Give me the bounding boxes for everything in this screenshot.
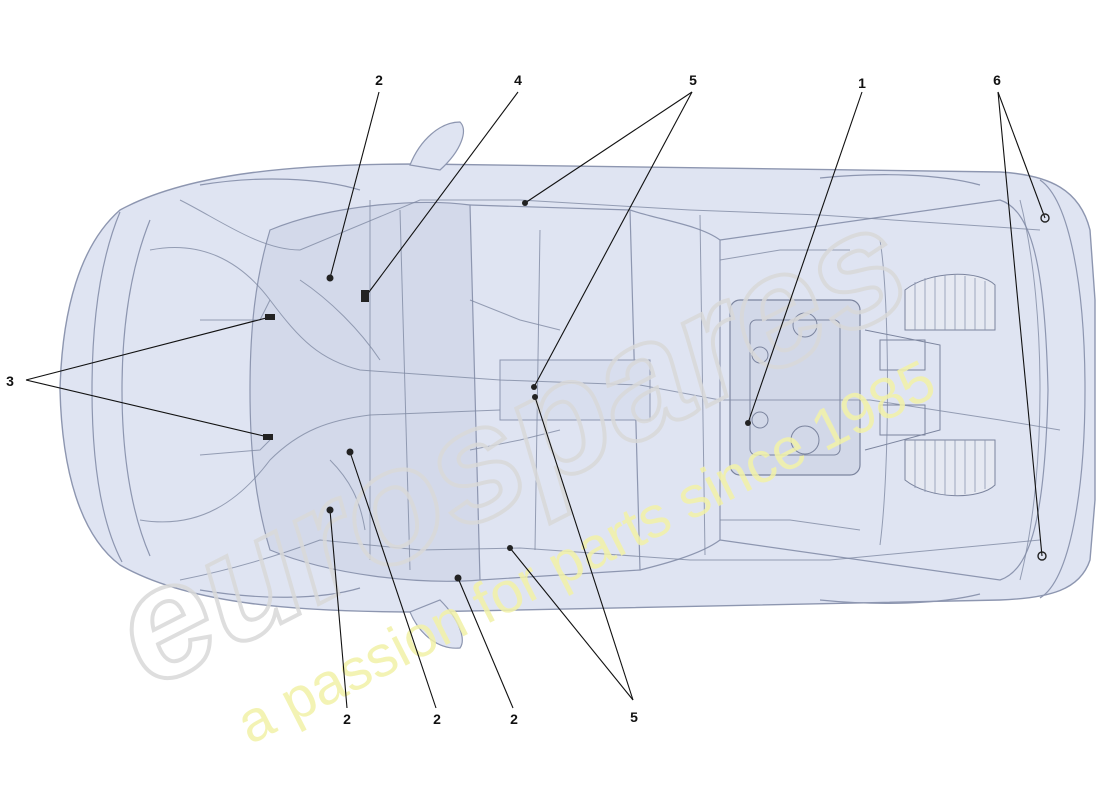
connector-6-top [1040, 213, 1050, 223]
connector-6-bottom [1037, 551, 1047, 561]
callout-label-4: 4 [514, 72, 522, 88]
callout-labels: 1 2 2 2 2 3 4 5 5 6 [6, 72, 1001, 727]
callout-label-5-top: 5 [689, 72, 697, 88]
callout-label-6: 6 [993, 72, 1001, 88]
connector-3-upper [265, 314, 275, 320]
connector-points [263, 200, 1050, 582]
connector-3-lower [263, 434, 273, 440]
connector-1 [745, 420, 751, 426]
connector-2-left [326, 506, 334, 514]
callout-label-2-top: 2 [375, 72, 383, 88]
engine-bay [729, 299, 941, 476]
left-mirror [409, 121, 464, 171]
callout-label-3: 3 [6, 373, 14, 389]
car-body [59, 121, 1096, 649]
wiring-harness [139, 199, 1061, 581]
right-mirror [409, 599, 463, 649]
connector-2-center [346, 448, 354, 456]
connector-5-top [522, 200, 528, 206]
callout-label-2-bottom-center: 2 [433, 711, 441, 727]
callout-label-5-bottom: 5 [630, 709, 638, 725]
connector-4 [361, 290, 369, 302]
rear-vents [904, 273, 996, 497]
connector-2-top [326, 274, 334, 282]
connector-5-center-b [532, 394, 538, 400]
connector-5-bottom [507, 545, 513, 551]
windscreen [249, 201, 481, 582]
callout-label-1: 1 [858, 75, 866, 91]
callout-label-2-bottom-right: 2 [510, 711, 518, 727]
connector-5-center-a [531, 384, 537, 390]
connector-2-right [454, 574, 462, 582]
leader-lines [25, 91, 1046, 709]
callout-label-2-bottom-left: 2 [343, 711, 351, 727]
